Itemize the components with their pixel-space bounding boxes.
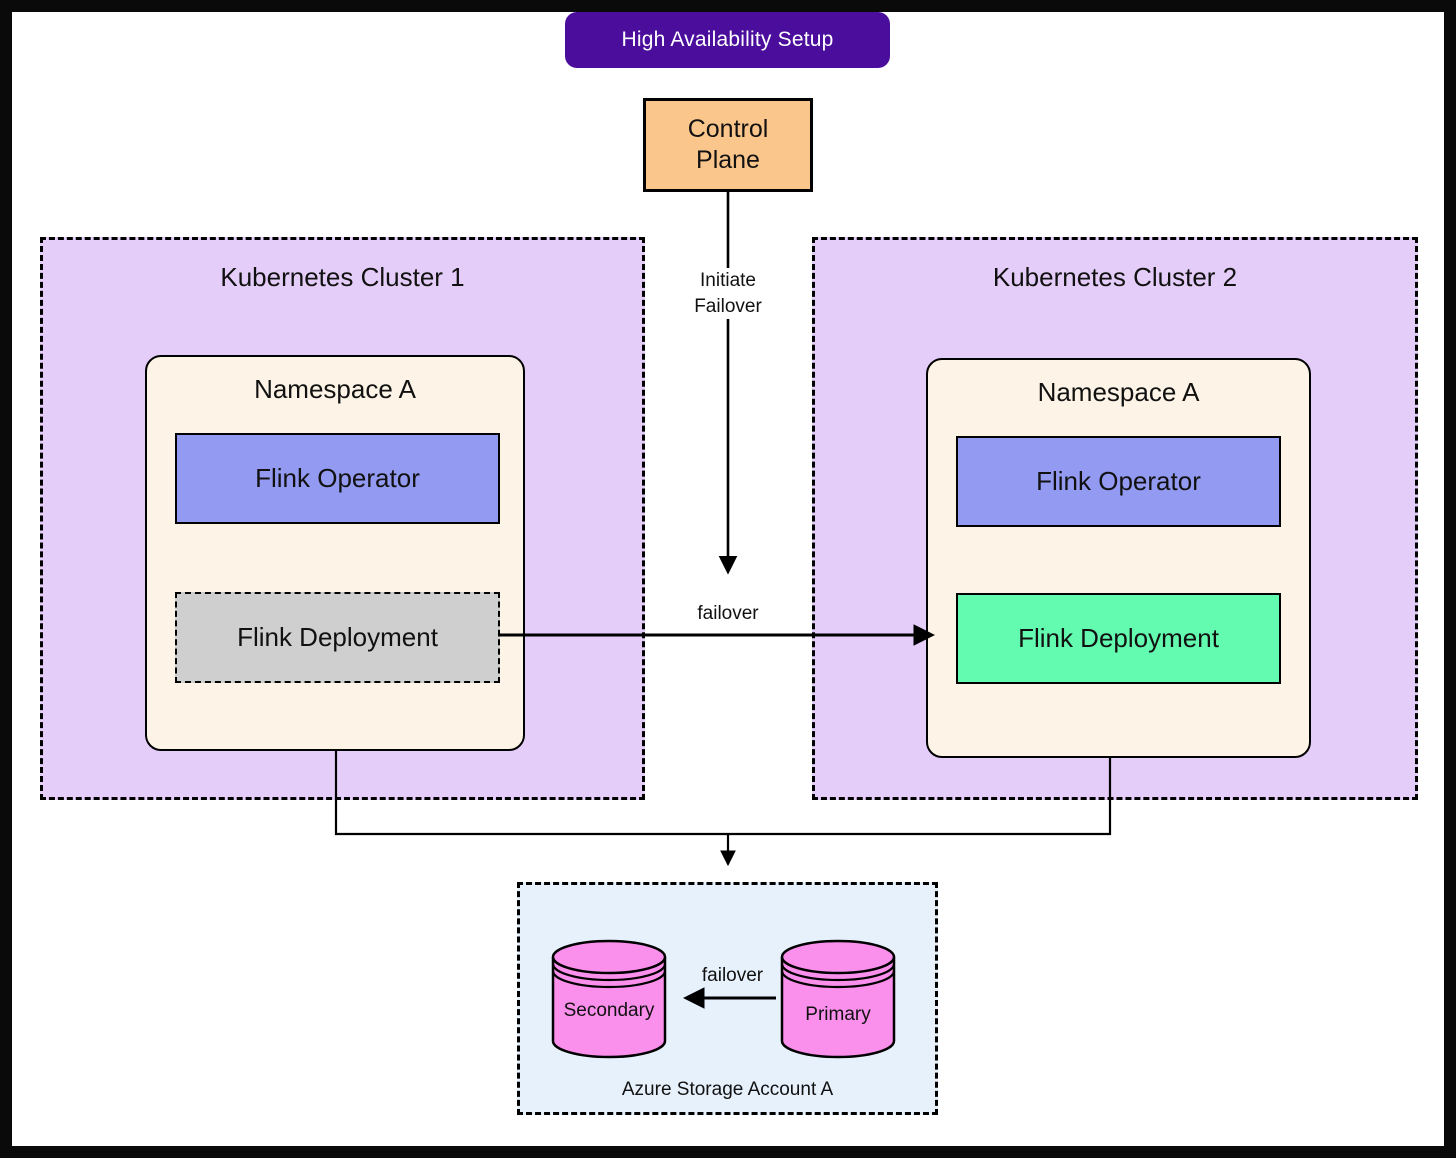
flink-deployment-box-cluster-1: Flink Deployment (175, 592, 500, 683)
initiate-failover-label: Initiate Failover (668, 268, 788, 320)
namespace-a-box-cluster-2: Namespace A Flink Operator Flink Deploym… (926, 358, 1311, 758)
secondary-cylinder-icon (551, 939, 667, 1059)
kubernetes-cluster-2-box: Kubernetes Cluster 2 Namespace A Flink O… (812, 237, 1418, 800)
cluster-2-title: Kubernetes Cluster 2 (992, 262, 1238, 292)
kubernetes-cluster-1-box: Kubernetes Cluster 1 Namespace A Flink O… (40, 237, 645, 800)
namespace-a-box-cluster-1: Namespace A Flink Operator Flink Deploym… (145, 355, 525, 751)
secondary-label: Secondary (563, 1000, 655, 1021)
flink-operator-box-cluster-1: Flink Operator (175, 433, 500, 524)
primary-label: Primary (805, 1004, 871, 1025)
azure-storage-account-box: Secondary Primary failover Azure Storage… (517, 882, 938, 1115)
flink-deployment-box-cluster-2: Flink Deployment (956, 593, 1281, 684)
flink-operator-box-cluster-2: Flink Operator (956, 436, 1281, 527)
namespace-a-title-cluster-2: Namespace A (1037, 377, 1200, 407)
storage-account-title: Azure Storage Account A (621, 1079, 834, 1100)
cluster-1-title: Kubernetes Cluster 1 (220, 262, 465, 292)
control-plane-box: Control Plane (643, 98, 813, 192)
page-title: High Availability Setup (565, 12, 890, 68)
namespace-a-title-cluster-1: Namespace A (254, 374, 416, 404)
failover-edge-label: failover (678, 601, 778, 627)
storage-failover-label: failover (701, 965, 764, 986)
primary-cylinder-icon (780, 939, 896, 1059)
